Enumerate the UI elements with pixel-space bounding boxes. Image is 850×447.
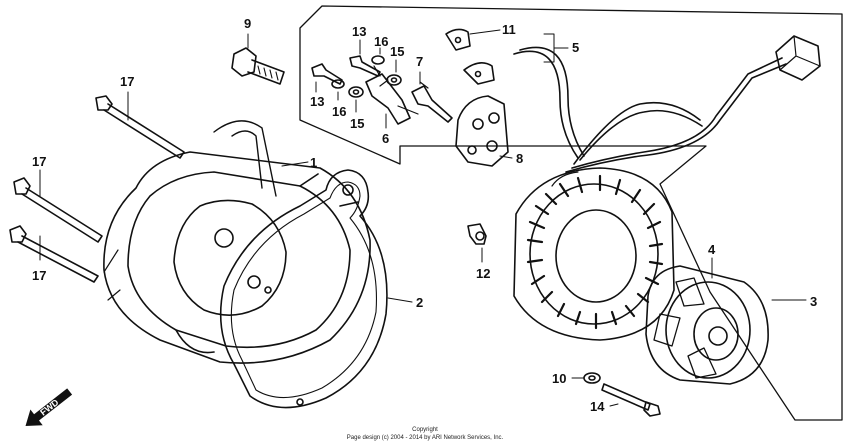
callout-5: 5 (572, 40, 579, 55)
flange-bolt (231, 47, 285, 85)
stator-wiring-harness (513, 35, 821, 173)
spring-washer-upper (371, 55, 385, 65)
callout-17-bottom: 17 (32, 268, 46, 283)
subassembly-frame (299, 5, 843, 421)
callout-8: 8 (516, 151, 523, 166)
callout-2: 2 (416, 295, 423, 310)
cover-screw (467, 223, 487, 245)
callout-labels: 1 2 3 4 5 6 7 8 9 10 11 12 13 13 14 15 1… (32, 16, 817, 414)
cover-bolt-middle (13, 177, 103, 243)
callout-15-upper: 15 (390, 44, 404, 59)
cover-gasket (219, 169, 388, 409)
lock-washer-lower (348, 86, 364, 98)
callout-17-middle: 17 (32, 154, 46, 169)
callout-16-lower: 16 (332, 104, 346, 119)
callout-6: 6 (382, 131, 389, 146)
cover-bolt-bottom (9, 225, 99, 283)
callout-10: 10 (552, 371, 566, 386)
left-crankcase-cover (103, 120, 371, 364)
callout-11: 11 (502, 22, 516, 37)
callout-7: 7 (416, 54, 423, 69)
callout-13-upper: 13 (352, 24, 366, 39)
callout-12: 12 (476, 266, 490, 281)
pulse-generator (445, 28, 495, 85)
terminal-screw (411, 81, 453, 123)
leader-lines (39, 29, 807, 407)
callout-17-top: 17 (120, 74, 134, 89)
regulator-plate (455, 95, 509, 167)
copyright-notice: Page design (c) 2004 - 2014 by ARI Netwo… (346, 435, 504, 441)
callout-9: 9 (244, 16, 251, 31)
washer (583, 372, 601, 384)
stator-coil (513, 167, 675, 341)
cover-bolt-top (95, 95, 185, 159)
callout-13-lower: 13 (310, 94, 324, 109)
rotor-flywheel (645, 265, 769, 385)
callout-3: 3 (810, 294, 817, 309)
callout-14: 14 (590, 399, 605, 414)
callout-16-upper: 16 (374, 34, 388, 49)
stator-bolt (601, 383, 661, 417)
small-screw-lower (311, 63, 343, 85)
spring-washer-lower (331, 79, 345, 89)
small-screw-upper (349, 55, 381, 77)
callout-4: 4 (708, 242, 716, 257)
arrow-icon (25, 388, 73, 427)
callout-1: 1 (310, 155, 317, 170)
copyright-heading: Copyright (412, 427, 438, 433)
callout-15-lower: 15 (350, 116, 364, 131)
lock-washer-upper (386, 74, 402, 86)
